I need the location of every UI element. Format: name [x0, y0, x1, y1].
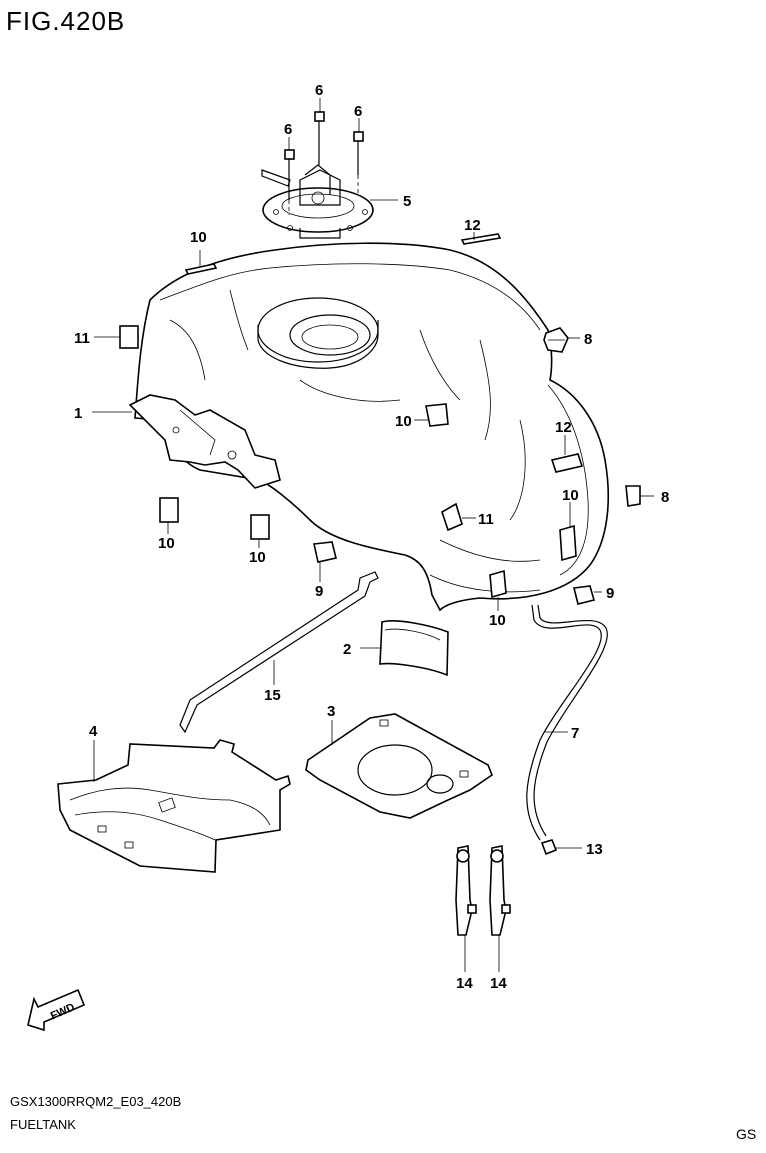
pad-10-right[interactable]: [559, 524, 577, 562]
callout-9a: 9: [315, 583, 323, 600]
bolt-6b[interactable]: [314, 111, 325, 165]
callout-10c: 10: [562, 487, 579, 504]
pad-10-bottom-right[interactable]: [489, 569, 507, 599]
callout-13: 13: [586, 841, 603, 858]
callout-4: 4: [89, 723, 98, 740]
callout-11b: 11: [478, 511, 494, 528]
bolt-6c[interactable]: [353, 131, 364, 195]
rod-15[interactable]: [179, 571, 379, 734]
model-code: GSX1300RRQM2_E03_420B: [10, 1094, 182, 1109]
pad-12-top[interactable]: [460, 233, 502, 245]
fuel-cap-assembly[interactable]: [261, 164, 374, 239]
pad-10-bottom-mid[interactable]: [250, 514, 270, 540]
callout-11a: 11: [74, 330, 90, 347]
callout-10e: 10: [249, 549, 266, 566]
callout-12a: 12: [464, 217, 481, 234]
tank-mount-bracket: [128, 394, 281, 489]
pad-10-top[interactable]: [184, 263, 218, 275]
callout-6c: 6: [354, 103, 362, 120]
callout-8b: 8: [661, 489, 669, 506]
fwd-arrow-icon: FWD: [27, 988, 86, 1032]
pad-10-mid[interactable]: [425, 403, 449, 427]
clamp-14-right[interactable]: [489, 845, 511, 936]
pad-11-right[interactable]: [441, 502, 463, 532]
callout-3: 3: [327, 703, 335, 720]
plate-3[interactable]: [305, 713, 493, 819]
callout-6b: 6: [315, 82, 323, 99]
callout-7: 7: [571, 725, 579, 742]
callout-14a: 14: [456, 975, 473, 992]
grommet-8-upper[interactable]: [543, 327, 569, 353]
callout-12b: 12: [555, 419, 572, 436]
callout-2: 2: [343, 641, 351, 658]
callout-1: 1: [74, 405, 82, 422]
callout-15: 15: [264, 687, 281, 704]
pad-12-right[interactable]: [550, 453, 584, 473]
grommet-8-lower[interactable]: [625, 485, 641, 507]
pad-10-bottom-left[interactable]: [159, 497, 179, 523]
pad-11-left[interactable]: [119, 325, 139, 349]
hose-7[interactable]: [526, 604, 608, 841]
figure-title: FIG.420B: [6, 6, 126, 36]
callout-14b: 14: [490, 975, 507, 992]
region-code: GS: [736, 1126, 757, 1142]
cushion-9-right[interactable]: [573, 585, 595, 605]
callout-10d: 10: [158, 535, 175, 552]
leader-lines: [92, 98, 654, 972]
callout-9b: 9: [606, 585, 614, 602]
band-2[interactable]: [379, 620, 449, 677]
clip-13[interactable]: [540, 839, 558, 856]
callout-labels: 1 2 3 4 5 6 6 6 7 8 8 9 9 10 10 10 10 10…: [74, 82, 669, 992]
part-group-name: FUELTANK: [10, 1117, 76, 1132]
callout-6a: 6: [284, 121, 292, 138]
clamp-14-left[interactable]: [455, 845, 477, 936]
cushion-9-left[interactable]: [313, 541, 337, 563]
callout-8a: 8: [584, 331, 592, 348]
bolt-6a[interactable]: [284, 149, 295, 215]
callout-10b: 10: [395, 413, 412, 430]
callout-5: 5: [403, 193, 411, 210]
tray-4[interactable]: [57, 739, 291, 873]
callout-10a: 10: [190, 229, 207, 246]
callout-10f: 10: [489, 612, 506, 629]
